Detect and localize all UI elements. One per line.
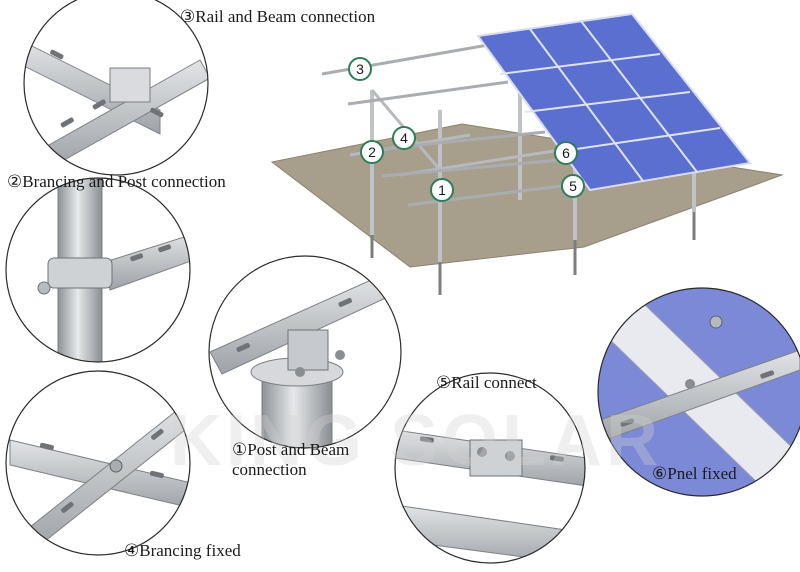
- detail-bracing-fixed: [5, 370, 191, 556]
- label-rail-beam: ③Rail and Beam connection: [180, 7, 376, 26]
- label-bracing-post: ②Brancing and Post connection: [7, 172, 226, 191]
- marker-6: 6: [554, 141, 578, 165]
- svg-text:2: 2: [368, 144, 376, 160]
- svg-text:1: 1: [438, 182, 446, 198]
- label-panel-fixed: ⑥Pnel fixed: [652, 464, 737, 483]
- label-rail-connect: ⑤Rail connect: [436, 373, 537, 392]
- ground-screws: [370, 212, 696, 295]
- solar-panels: [476, 12, 752, 192]
- detail-rail-connect: [394, 372, 586, 564]
- marker-3: 3: [348, 57, 372, 81]
- marker-2: 2: [360, 140, 384, 164]
- svg-text:6: 6: [562, 145, 570, 161]
- label-post-beam: ①Post and Beam connection: [232, 440, 349, 479]
- label-post-beam-line2: connection: [232, 459, 307, 479]
- svg-text:5: 5: [569, 178, 577, 194]
- marker-5: 5: [561, 174, 585, 198]
- detail-bracing-post: [5, 177, 191, 363]
- detail-rail-beam: [23, 0, 209, 176]
- watermark: KING SOLAR: [170, 401, 663, 481]
- marker-4: 4: [392, 126, 416, 150]
- number-markers: 3 2 4 6 1 5: [348, 57, 585, 202]
- detail-post-beam: [208, 255, 402, 449]
- label-bracing-fixed: ④Brancing fixed: [124, 541, 241, 560]
- svg-text:3: 3: [356, 61, 364, 77]
- marker-1: 1: [430, 178, 454, 202]
- main-assembly: [270, 12, 784, 295]
- svg-text:4: 4: [400, 130, 408, 146]
- label-post-beam-line1: ①Post and Beam: [232, 440, 350, 459]
